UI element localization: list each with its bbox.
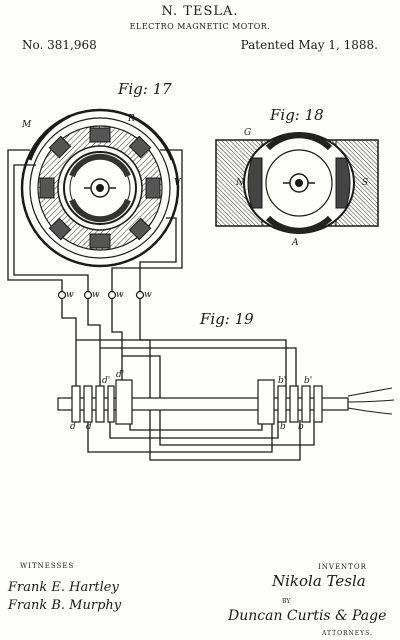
label-G: G [244,128,252,138]
label-w1: w [66,290,74,300]
fig17-wires [7,149,183,292]
witness-signature-2: Frank B. Murphy [8,598,122,613]
fig18-magnet [215,132,379,234]
inventor-name-header: N. TESLA. [161,4,239,19]
fig17-motor [20,108,180,268]
label-b2: b [298,422,304,432]
label-d2: d [86,422,92,432]
patent-date: Patented May 1, 1888. [240,38,378,52]
label-w2: w [92,290,100,300]
label-V: V [174,178,181,188]
patent-title: ELECTRO MAGNETIC MOTOR. [129,22,271,31]
fig17-terminals [57,290,145,300]
attorneys-signature: Duncan Curtis & Page [228,608,387,624]
label-d3: d' [102,376,111,386]
label-w4: w [144,290,152,300]
label-d4: d' [116,370,125,380]
label-R: R [128,114,135,124]
inventor-signature: Nikola Tesla [272,572,366,590]
attorneys-label: ATTORNEYS. [322,630,373,637]
witness-signature-1: Frank E. Hartley [8,580,119,595]
label-S: S [362,178,369,188]
fig17-armature [63,151,137,225]
label-A: A [292,238,299,248]
label-N: N [236,178,244,188]
inventor-label: INVENTOR [318,563,367,571]
figure-17-label: Fig: 17 [118,80,172,98]
label-d1: d [70,422,76,432]
label-w3: w [116,290,124,300]
patent-number: No. 381,968 [22,38,97,52]
label-b4: b' [304,376,313,386]
label-M: M [22,120,32,130]
figure-18-label: Fig: 18 [270,106,324,124]
fig19-left-commutator [71,379,133,425]
fig19-wiring [61,299,315,461]
figure-19-label: Fig: 19 [200,310,254,328]
by-label: BY [282,598,291,605]
label-b3: b' [278,376,287,386]
fig19-right-commutator [257,379,323,425]
fig17-outer-ring [20,108,180,268]
witnesses-label: WITNESSES [20,562,75,570]
label-b1: b [280,422,286,432]
